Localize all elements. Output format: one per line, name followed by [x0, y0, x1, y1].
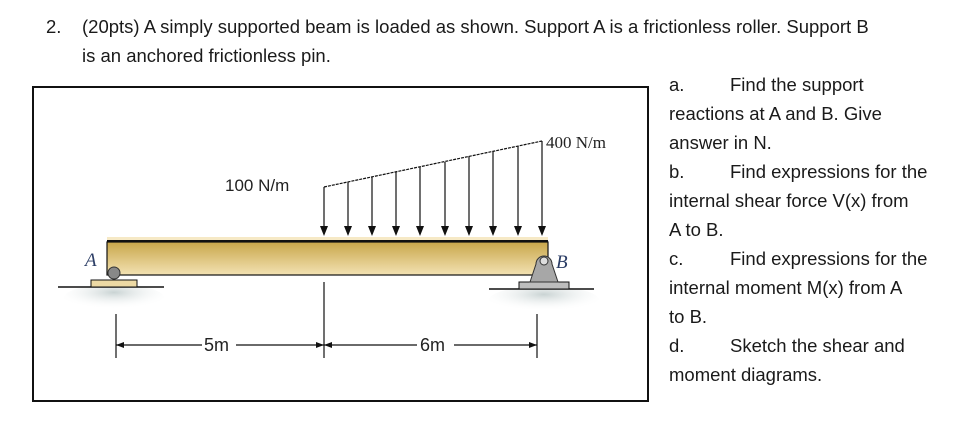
dim-left-label: 5m — [204, 335, 229, 355]
part-d-text: Sketch the shear and — [730, 335, 905, 356]
roller-support-a — [58, 266, 164, 312]
support-a-label: A — [83, 250, 97, 271]
part-b-cont-1: internal shear force V(x) from — [669, 190, 909, 211]
part-b-label: b. — [669, 161, 685, 182]
question-number: 2. — [46, 16, 62, 37]
beam-figure: 100 N/m 400 N/m A B — [32, 86, 649, 402]
beam — [106, 237, 549, 276]
pin-support-b — [489, 255, 599, 314]
part-b: b. Find expressions for the — [669, 157, 927, 186]
part-a-label: a. — [669, 74, 685, 95]
part-d-cont-1: moment diagrams. — [669, 364, 823, 385]
part-c-cont-2: to B. — [669, 306, 708, 327]
question-text-line2: is an anchored frictionless pin. — [82, 45, 331, 66]
part-a-text: Find the support — [730, 74, 864, 95]
part-b-cont-2: A to B. — [669, 219, 724, 240]
part-b-text: Find expressions for the — [730, 161, 928, 182]
part-c: c. Find expressions for the — [669, 244, 927, 273]
part-a-cont-2: answer in N. — [669, 132, 772, 153]
part-c-label: c. — [669, 248, 684, 269]
part-d-label: d. — [669, 335, 685, 356]
question-text-line1: (20pts) A simply supported beam is loade… — [82, 16, 869, 37]
part-a-cont-1: reactions at A and B. Give — [669, 103, 882, 124]
load-start-label: 100 N/m — [225, 176, 289, 195]
part-d: d. Sketch the shear and — [669, 331, 905, 360]
dim-right-label: 6m — [420, 335, 445, 355]
distributed-load — [320, 140, 546, 236]
part-c-text: Find expressions for the — [730, 248, 928, 269]
load-end-label: 400 N/m — [546, 133, 606, 152]
support-b-label: B — [556, 252, 568, 273]
dimension-lines — [115, 282, 538, 358]
part-c-cont-1: internal moment M(x) from A — [669, 277, 903, 298]
part-a: a. Find the support — [669, 70, 864, 99]
